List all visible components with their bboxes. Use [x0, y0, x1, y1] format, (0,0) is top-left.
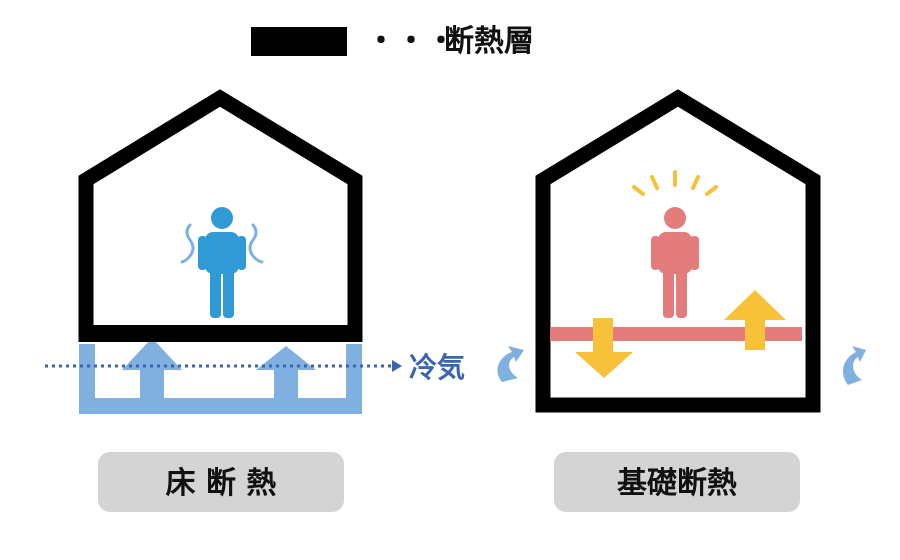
cold-up-arrow-left — [122, 338, 182, 399]
left-house — [78, 89, 363, 414]
floor-insulation-layer — [79, 325, 362, 342]
right-house — [535, 89, 821, 413]
outside-cold-swirl-icon — [842, 346, 866, 385]
warm-up-arrow — [724, 290, 786, 350]
legend-dots: ・・・ — [366, 24, 456, 59]
cold-swirl-icon — [497, 346, 524, 382]
left-label-box — [98, 452, 344, 512]
shiver-mark-left-icon — [180, 223, 195, 264]
warmth-rays-icon — [632, 170, 718, 196]
right-label-box — [554, 452, 800, 512]
legend-label: 断熱層 — [444, 24, 534, 59]
right-house-label: 基礎断熱 — [617, 466, 737, 501]
person-warm-icon — [651, 207, 699, 318]
cold-air-arrowhead — [392, 360, 402, 372]
person-cold-icon — [198, 207, 246, 318]
cold-air-label: 冷気 — [409, 351, 465, 384]
shiver-mark-right-icon — [248, 223, 264, 264]
insulation-legend-swatch — [251, 27, 347, 56]
left-house-label: 床 断 熱 — [166, 466, 277, 501]
cold-up-arrow-right — [256, 346, 316, 399]
right-house-outline — [535, 89, 821, 413]
warm-down-arrow — [575, 318, 633, 378]
left-house-outline — [78, 89, 363, 342]
floor-insulation-band — [79, 344, 362, 414]
